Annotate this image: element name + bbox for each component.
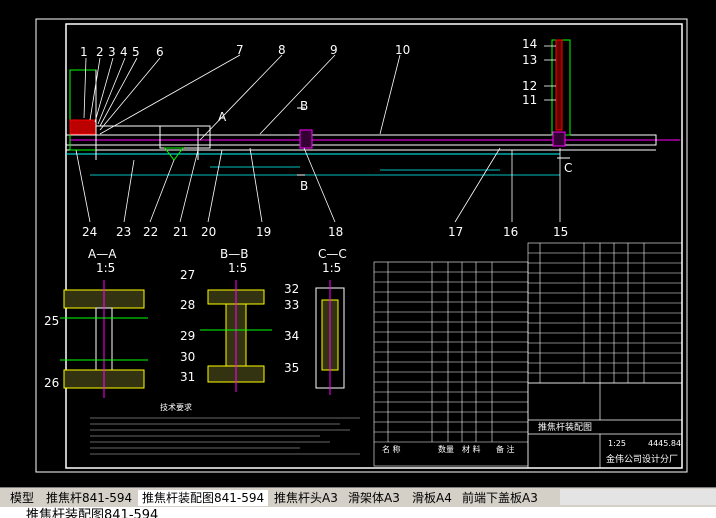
- callout-27: 27: [180, 268, 195, 282]
- callout-6: 6: [156, 45, 164, 59]
- section-bb: [200, 280, 272, 392]
- view-aa-title: A—A: [88, 247, 117, 261]
- callout-35: 35: [284, 361, 299, 375]
- bom-header-remarks: 备 注: [496, 444, 515, 454]
- main-view: [65, 39, 680, 176]
- callout-23: 23: [116, 225, 131, 239]
- callout-16: 16: [503, 225, 518, 239]
- callout-21: 21: [173, 225, 188, 239]
- callout-11: 11: [522, 93, 537, 107]
- callout-2: 2: [96, 45, 104, 59]
- view-aa-scale: 1:5: [96, 261, 115, 275]
- bom-cols-right: [539, 243, 645, 383]
- roller: [164, 147, 184, 161]
- layout-tab-bar: 模型 推焦杆841-594 推焦杆装配图841-594 推焦杆头A3 滑架体A3…: [0, 487, 716, 508]
- callout-28: 28: [180, 298, 195, 312]
- tab-model[interactable]: 模型: [10, 491, 35, 505]
- callout-12: 12: [522, 79, 537, 93]
- section-marks: [197, 107, 570, 176]
- tab-push-rod-head[interactable]: 推焦杆头A3: [274, 491, 338, 505]
- callout-20: 20: [201, 225, 216, 239]
- callout-13: 13: [522, 53, 537, 67]
- callout-4: 4: [120, 45, 128, 59]
- callout-32: 32: [284, 282, 299, 296]
- section-mark-c: C: [564, 161, 572, 175]
- view-cc-scale: 1:5: [322, 261, 341, 275]
- callout-25: 25: [44, 314, 59, 328]
- callout-24: 24: [82, 225, 97, 239]
- leader-lines: [75, 45, 561, 223]
- callout-3: 3: [108, 45, 116, 59]
- view-cc-title: C—C: [318, 247, 347, 261]
- joint-b: [299, 129, 313, 149]
- head-plate: [69, 119, 97, 135]
- drawing-frame: [35, 18, 688, 473]
- callout-8: 8: [278, 43, 286, 57]
- callout-5: 5: [132, 45, 140, 59]
- callout-7: 7: [236, 43, 244, 57]
- bom-header-material: 材 料: [462, 444, 481, 454]
- callout-1: 1: [80, 45, 88, 59]
- horizontal-scrollbar[interactable]: [560, 489, 716, 505]
- callout-10: 10: [395, 43, 410, 57]
- callout-18: 18: [328, 225, 343, 239]
- bom-header-qty: 数量: [438, 444, 454, 454]
- notes-title: 技术要求: [160, 402, 192, 412]
- drawing-canvas[interactable]: A B B C 1 2 3 4 5 6 7 8: [0, 0, 716, 487]
- push-rod-body: [65, 134, 657, 146]
- callout-14: 14: [522, 37, 537, 51]
- view-bb-scale: 1:5: [228, 261, 247, 275]
- notes-lines: [90, 417, 360, 455]
- tab-push-rod-assembly[interactable]: 推焦杆装配图841-594: [138, 490, 269, 506]
- tab-push-rod[interactable]: 推焦杆841-594: [46, 491, 133, 505]
- callout-33: 33: [284, 298, 299, 312]
- slider-frame: [159, 125, 211, 149]
- tab-slide-frame[interactable]: 滑架体A3: [348, 491, 400, 505]
- command-text: 推焦杆装配图841-594: [26, 508, 159, 518]
- bom-rows-right: [528, 252, 682, 374]
- section-aa: [60, 280, 148, 398]
- push-head: [69, 69, 97, 151]
- drawing-title: 推焦杆装配图: [538, 421, 592, 433]
- callout-26: 26: [44, 376, 59, 390]
- callout-30: 30: [180, 350, 195, 364]
- bom-rows-left: [374, 271, 528, 443]
- callout-15: 15: [553, 225, 568, 239]
- company-name: 金伟公司设计分厂: [606, 453, 678, 465]
- drawing-number: 4445.84: [648, 439, 681, 448]
- callout-31: 31: [180, 370, 195, 384]
- callout-29: 29: [180, 329, 195, 343]
- bom-header-name: 名 称: [382, 444, 401, 454]
- callout-34: 34: [284, 329, 299, 343]
- callout-22: 22: [143, 225, 158, 239]
- title-block: [527, 382, 683, 469]
- section-mark-b-bottom: B: [300, 179, 308, 193]
- bom-table: [373, 242, 683, 467]
- tab-slide-plate[interactable]: 滑板A4: [412, 491, 452, 505]
- callout-17: 17: [448, 225, 463, 239]
- command-line[interactable]: 推焦杆装配图841-594: [0, 507, 716, 518]
- view-bb-title: B—B: [220, 247, 248, 261]
- bom-cols-left: [387, 262, 493, 442]
- tab-front-cover[interactable]: 前端下盖板A3: [462, 491, 538, 505]
- section-cc: [315, 280, 345, 395]
- section-mark-b-top: B: [300, 99, 308, 113]
- drawing-scale: 1:25: [608, 439, 626, 448]
- joint-c: [552, 131, 566, 147]
- callout-9: 9: [330, 43, 338, 57]
- drawing-svg: A B B C 1 2 3 4 5 6 7 8: [35, 18, 688, 473]
- callout-19: 19: [256, 225, 271, 239]
